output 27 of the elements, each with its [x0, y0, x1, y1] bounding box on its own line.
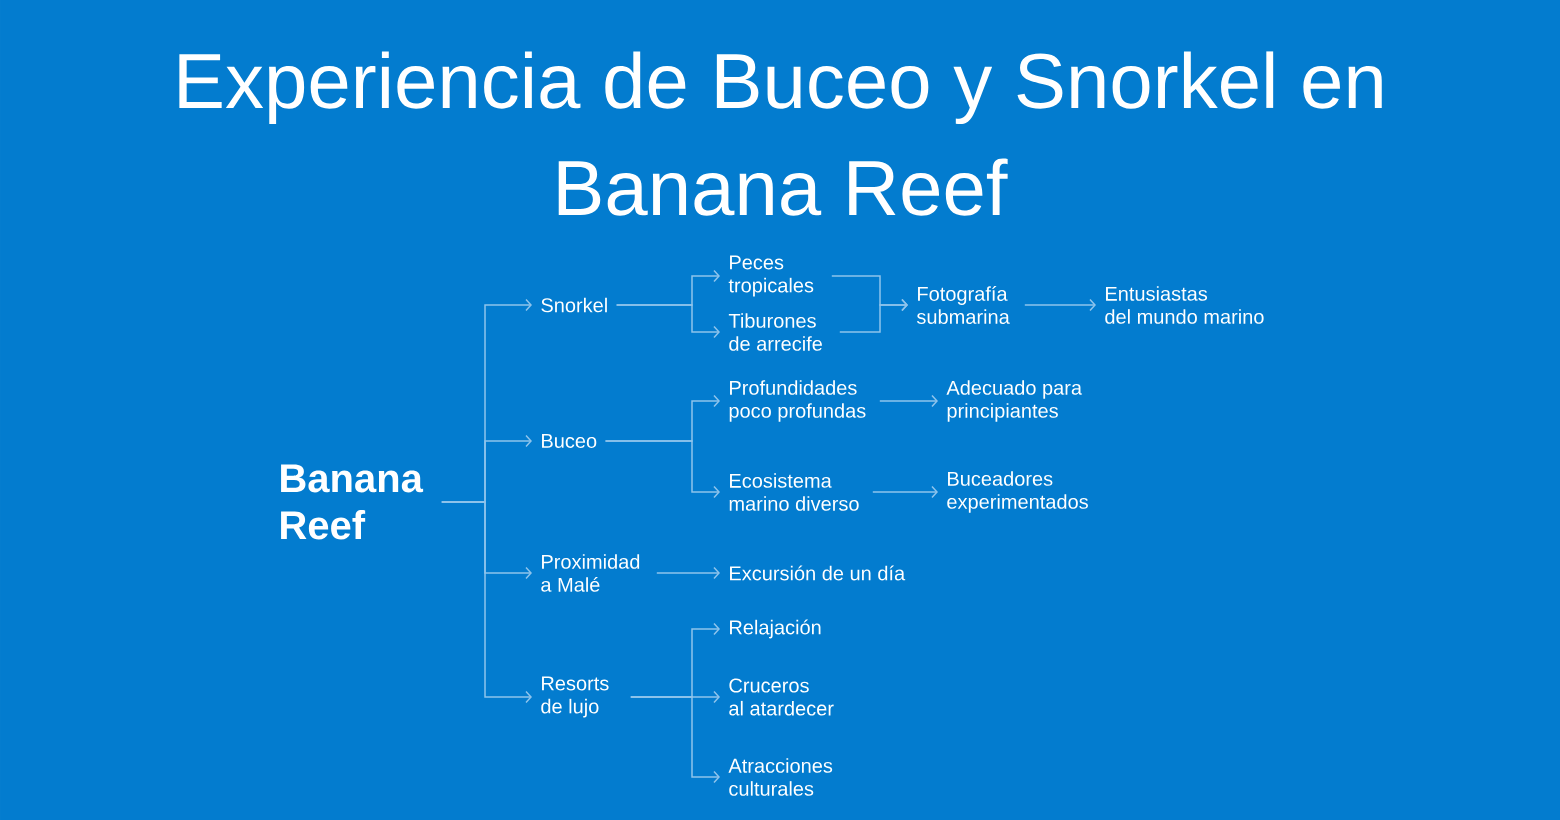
tree-label: Relajación: [730, 619, 821, 639]
arrow: [879, 394, 938, 408]
arrow: [656, 566, 720, 580]
tree-label: Proximidad a Malé: [541, 554, 640, 592]
arrow: [839, 298, 908, 333]
tree-label: Cruceros al atardecer: [729, 678, 834, 716]
tree-label: Excursión de un día: [730, 565, 906, 581]
tree-label: Fotografía submarina: [916, 286, 1010, 324]
arrow: [872, 485, 938, 499]
tree-label: Buceadores experimentados: [947, 471, 1088, 513]
tree-label: Buceo: [542, 434, 597, 448]
tree-label: Entusiastas del mundo marino: [1105, 286, 1264, 324]
arrow: [630, 696, 720, 784]
tree-label: Adecuado para principiantes: [946, 380, 1083, 422]
arrow: [604, 440, 720, 499]
arrow: [1024, 298, 1096, 312]
tree-label: Peces tropicales: [728, 255, 814, 297]
tree-label: Snorkel: [541, 297, 607, 313]
arrow: [615, 304, 720, 339]
root-label: Banana Reef: [281, 464, 424, 540]
tree-label: Profundidades poco profundas: [729, 380, 866, 422]
tree-label: Tiburones de arrecife: [728, 313, 822, 351]
tree-label: Atracciones culturales: [728, 758, 833, 796]
arrow: [441, 501, 532, 704]
tree-label: Resorts de lujo: [541, 676, 609, 718]
tree-label: Ecosistema marino diverso: [729, 473, 859, 511]
title: Experiencia de Buceo y Snorkel en Banana Reef: [179, 51, 1382, 216]
